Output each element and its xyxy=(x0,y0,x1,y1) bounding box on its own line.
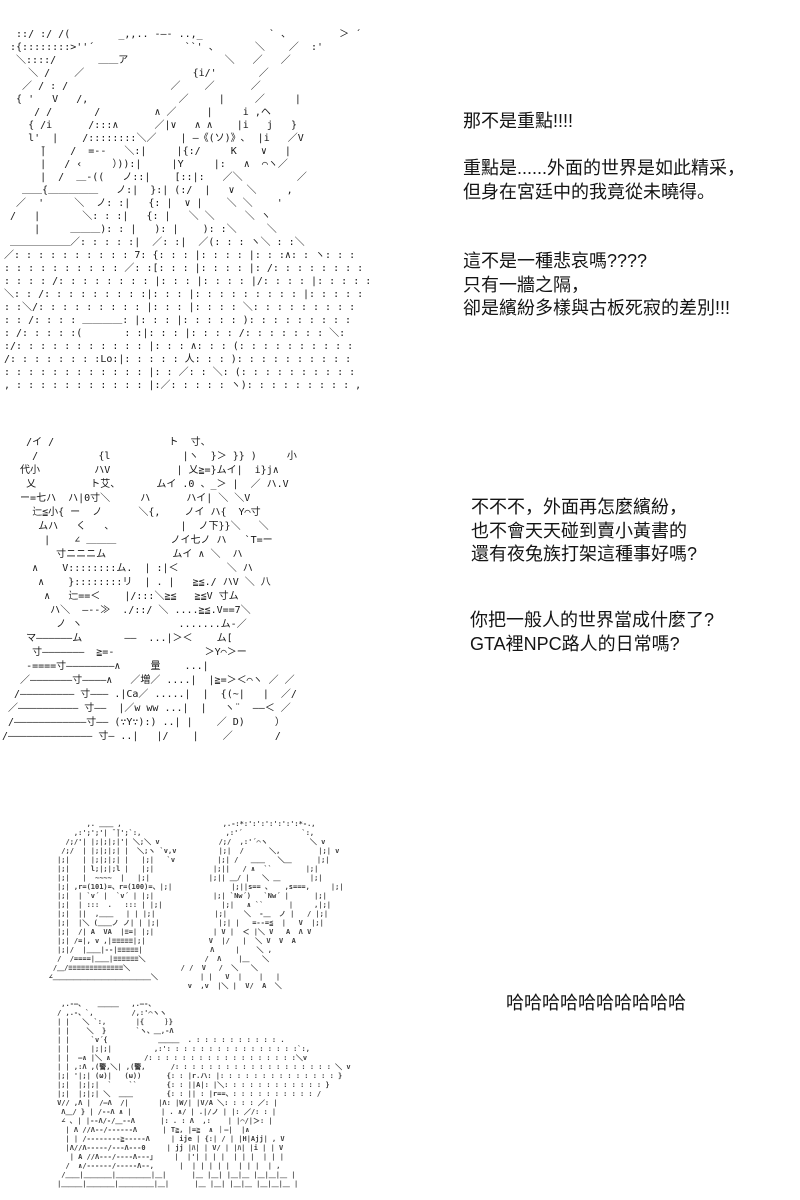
ascii-art-panel-bottom: ,. ＿＿ , ,.-:*:':':':':':':*-., ,:';';'| … xyxy=(48,820,351,1188)
ascii-art-panel-middle: /イ / ト 寸、 / {l |ヽ }＞ }} ) 小 代小 ハV | 乂≧=}… xyxy=(2,437,297,742)
dialogue-not-the-point: 那不是重點!!!! xyxy=(463,111,574,131)
dialogue-isnt-it-sad: 這不是一種悲哀嗎???? 只有一牆之隔， 卻是繽紛多樣與古板死寂的差別!!! xyxy=(463,251,731,318)
dialogue-gta-npc: 你把一般人的世界當成什麼了? GTA裡NPC路人的日常嗎? xyxy=(470,610,715,654)
dialogue-no-no-no: 不不不，外面再怎麼繽紛， 也不會天天碰到賣小黃書的 還有夜兔族打架這種事好嗎? xyxy=(471,497,698,564)
dialogue-laughter: 哈哈哈哈哈哈哈哈哈哈 xyxy=(506,993,686,1013)
dialogue-the-point-is: 重點是......外面的世界是如此精采， 但身在宮廷中的我竟從未曉得。 xyxy=(463,158,746,202)
ascii-art-panel-top: ::/ :/ /( _,,.. -―- ..,_ ` 、 ＞ ´ :{:::::… xyxy=(4,29,372,391)
